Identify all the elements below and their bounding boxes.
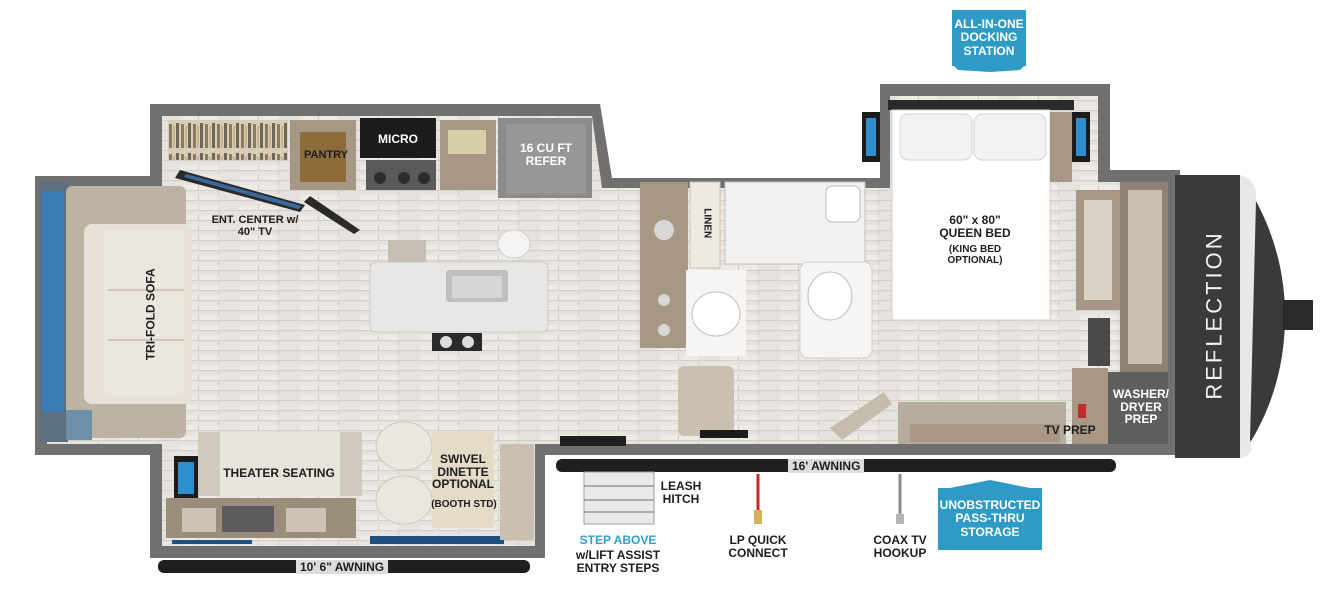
storage-pointer: [940, 480, 1040, 490]
front-cap: [1175, 175, 1313, 458]
pass-thru-storage-callout: UNOBSTRUCTED PASS-THRU STORAGE: [938, 488, 1042, 550]
leash-hitch-label: LEASH HITCH: [660, 479, 702, 506]
hookup-leaders: [754, 474, 904, 524]
theater-label: THEATER SEATING: [223, 466, 335, 480]
entry-steps: [583, 471, 655, 525]
brand-logo: REFLECTION: [1202, 230, 1228, 400]
step-above-label: STEP ABOVE: [579, 533, 657, 547]
dinette-note: (BOOTH STD): [431, 499, 497, 510]
micro-label: MICRO: [378, 132, 418, 146]
tv-prep-label: TV PREP: [1044, 423, 1096, 437]
refer-label: 16 CU FT REFER: [519, 141, 572, 168]
bed-label: 60" x 80" QUEEN BED: [939, 213, 1011, 240]
dinette-label: SWIVEL DINETTE OPTIONAL: [432, 452, 494, 492]
rear-awning-label: 10' 6" AWNING: [296, 560, 389, 574]
docking-pointer: [952, 64, 1026, 72]
sofa-label: TRI-FOLD SOFA: [143, 268, 158, 361]
sofa-slide: [40, 182, 192, 442]
bathroom: [640, 181, 873, 436]
pantry-label: PANTRY: [304, 149, 348, 161]
ent-center-label: ENT. CENTER w/ 40" TV: [211, 214, 299, 238]
linen-label: LINEN: [701, 208, 713, 239]
entry-steps-label: w/LIFT ASSIST ENTRY STEPS: [575, 548, 661, 575]
tv-cabinet: [175, 170, 360, 234]
kitchen-island: [369, 229, 549, 351]
washer-label: WASHER/ DRYER PREP: [1112, 387, 1169, 427]
bedroom: [862, 100, 1168, 444]
lp-connect-label: LP QUICK CONNECT: [728, 533, 788, 560]
theater-slide: [166, 421, 534, 544]
dresser: [830, 392, 1066, 444]
kitchen-cabinets: [168, 118, 592, 198]
hitch-pin: [1283, 300, 1313, 330]
coax-hookup-label: COAX TV HOOKUP: [873, 533, 927, 560]
docking-station-callout: ALL-IN-ONE DOCKING STATION: [952, 10, 1026, 66]
bed-note: (KING BED OPTIONAL): [947, 244, 1003, 266]
main-awning-label: 16' AWNING: [788, 459, 865, 473]
